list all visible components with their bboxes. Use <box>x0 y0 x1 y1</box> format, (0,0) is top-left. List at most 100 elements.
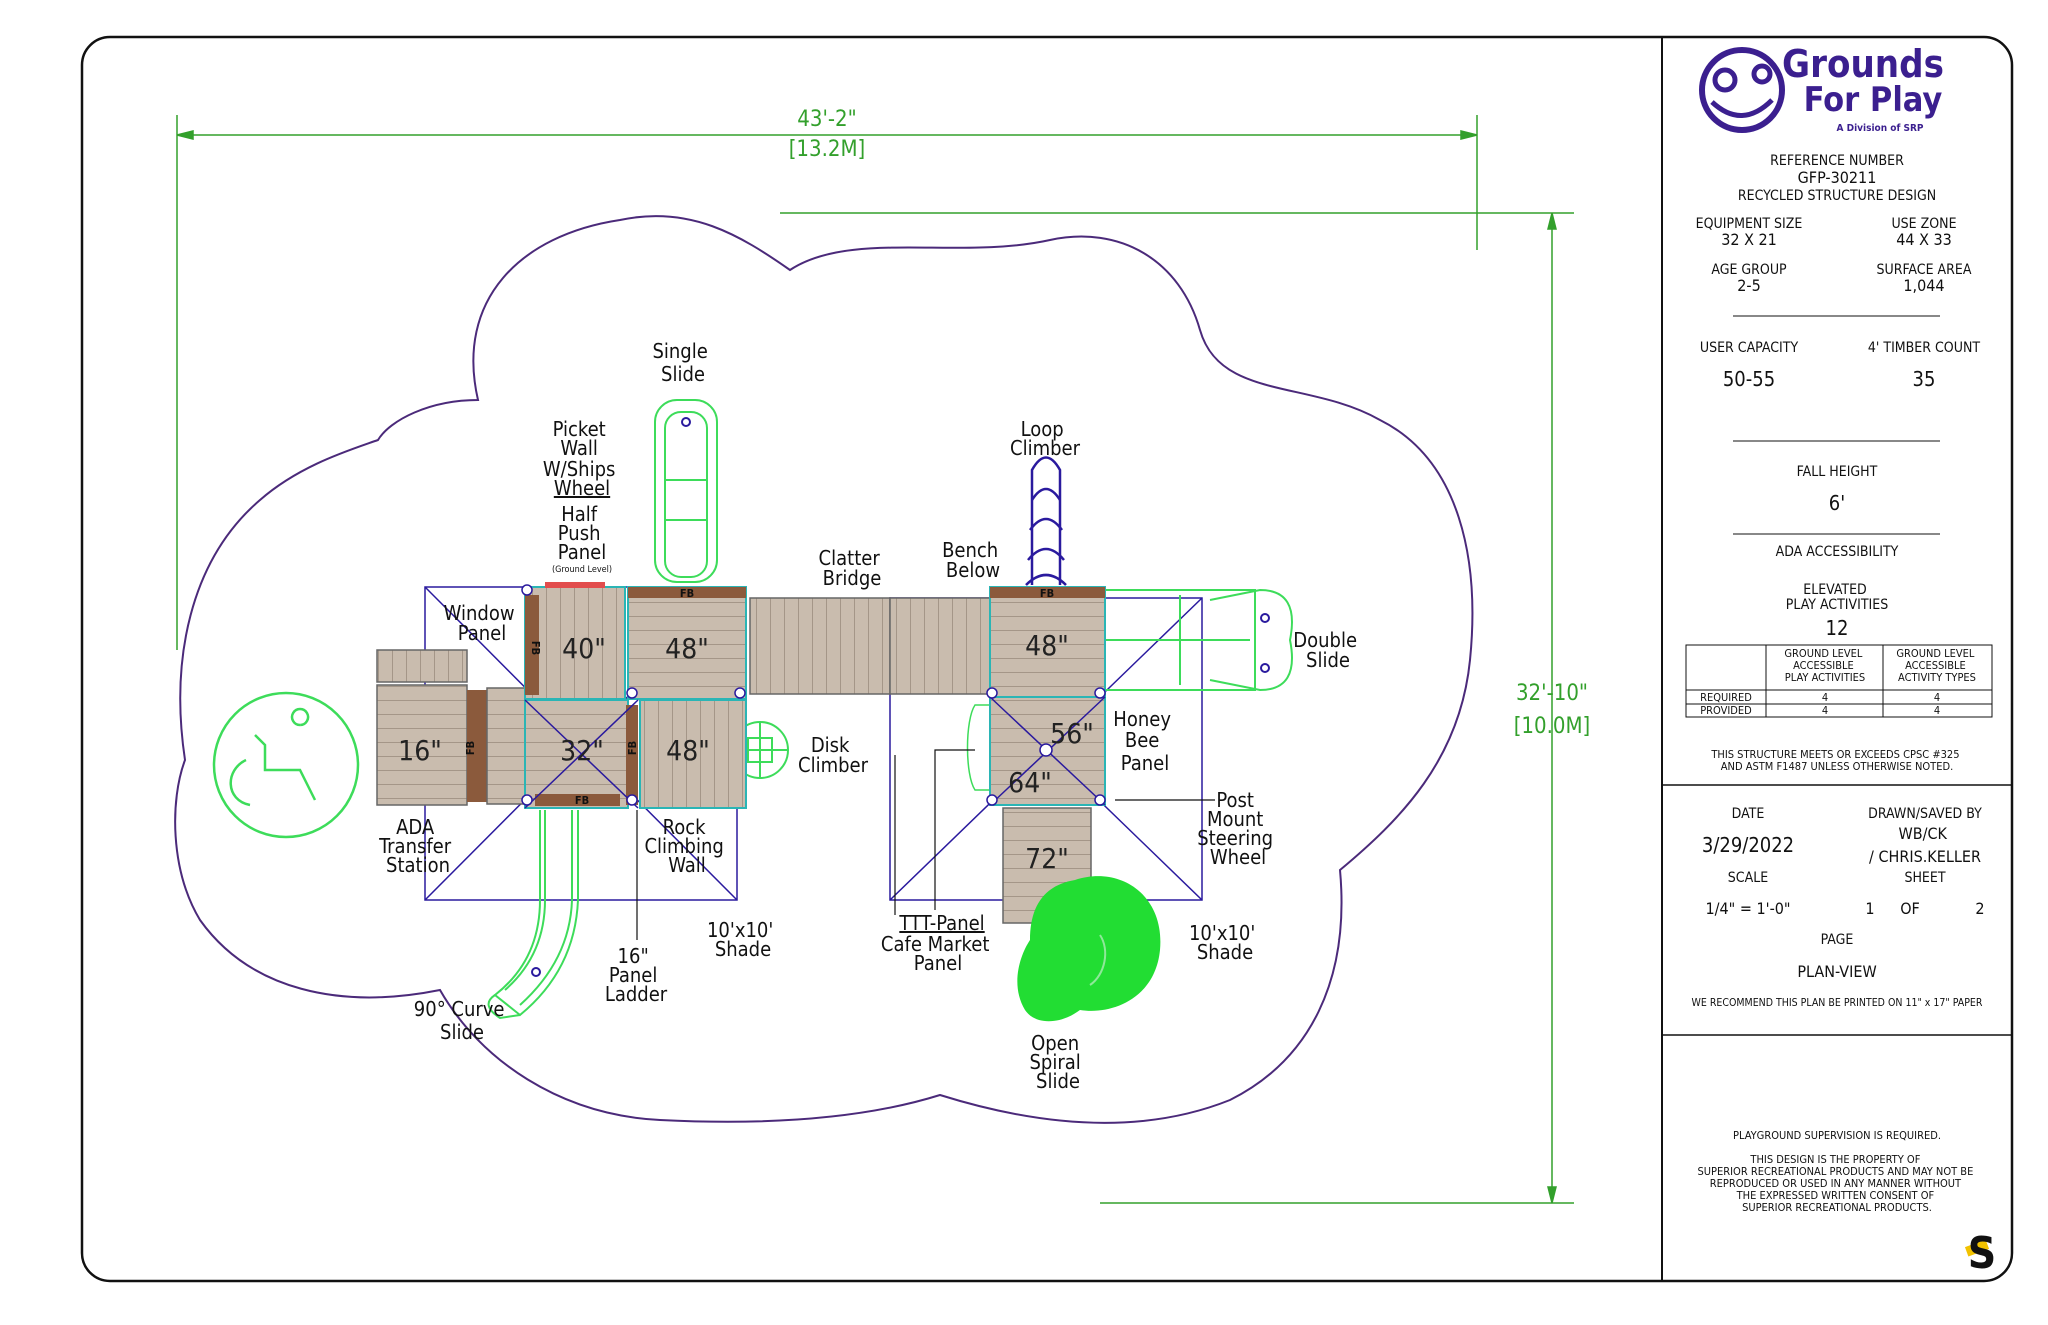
surface-area: 1,044 <box>1903 276 1944 295</box>
label-window-panel: Window Panel <box>444 601 521 645</box>
table-cell: 4 <box>1934 704 1940 717</box>
fall-height: 6' <box>1829 491 1845 515</box>
half-push-panel <box>545 582 605 588</box>
ada-transfer-station <box>376 649 526 806</box>
sheet-of: OF <box>1900 899 1920 918</box>
loop-climber <box>1025 456 1067 586</box>
leader-lines <box>636 749 1215 940</box>
date-value: 3/29/2022 <box>1702 833 1794 857</box>
deck-32 <box>524 699 638 809</box>
width-dimension-m: [13.2M] <box>789 137 866 162</box>
width-dimension-ft: 43'-2" <box>797 107 856 132</box>
page-value: PLAN-VIEW <box>1797 962 1876 981</box>
label-disk-climber: Disk Climber <box>798 733 869 777</box>
deck-height-32: 32" <box>560 734 604 767</box>
label-double-slide: Double Slide <box>1293 628 1363 672</box>
supervision-note: PLAYGROUND SUPERVISION IS REQUIRED. <box>1733 1129 1941 1142</box>
fb-label-6: FB <box>464 741 477 755</box>
label-bench-below: Bench Below <box>942 538 1004 582</box>
design-name: RECYCLED STRUCTURE DESIGN <box>1738 188 1936 204</box>
label-ttt-panel: TTT-Panel <box>898 911 984 935</box>
deck-height-56: 56" <box>1050 717 1094 750</box>
srp-corner-logo: S <box>1964 1228 1997 1279</box>
label-half-push-panel: Half Push Panel <box>558 502 606 564</box>
fb-label-2: FB <box>1040 587 1054 600</box>
height-dimension-m: [10.0M] <box>1514 714 1591 739</box>
sheet-number: 1 <box>1865 899 1874 918</box>
single-slide <box>654 399 718 583</box>
print-note: WE RECOMMEND THIS PLAN BE PRINTED ON 11"… <box>1692 997 1983 1009</box>
deck-40 <box>524 586 626 700</box>
timber-count-label: 4' TIMBER COUNT <box>1868 340 1980 356</box>
drawn-label: DRAWN/SAVED BY <box>1868 806 1982 822</box>
sheet-total: 2 <box>1975 899 1984 918</box>
timber-count: 35 <box>1913 367 1936 391</box>
label-panel-ladder: 16" Panel Ladder <box>605 944 668 1006</box>
fall-height-label: FALL HEIGHT <box>1797 464 1878 480</box>
label-curve-slide: 90° Curve Slide <box>414 997 510 1044</box>
date-label: DATE <box>1732 806 1765 822</box>
ada-label: ADA ACCESSIBILITY <box>1776 544 1899 560</box>
label-open-spiral: Open Spiral Slide <box>1030 1031 1087 1093</box>
table-row-label: REQUIRED <box>1700 691 1752 704</box>
table-row-label: PROVIDED <box>1700 704 1752 717</box>
double-slide <box>1104 588 1293 692</box>
deck-48-top <box>627 586 747 700</box>
logo-division: A Division of SRP <box>1837 123 1924 134</box>
height-dimension <box>780 212 1574 1204</box>
deck-height-64: 64" <box>1008 766 1052 799</box>
label-cafe-market: Cafe Market Panel <box>881 932 995 975</box>
deck-height-48c: 48" <box>1025 629 1069 662</box>
honey-bee-panel <box>966 704 991 791</box>
elevated-value: 12 <box>1826 616 1849 640</box>
logo-grounds: Grounds <box>1782 42 1944 86</box>
open-spiral-slide <box>1017 876 1161 1022</box>
label-shade-right: 10'x10' Shade <box>1189 921 1261 964</box>
table-cell: 4 <box>1822 704 1828 717</box>
posts <box>521 584 1106 806</box>
label-rock-climbing-wall: Rock Climbing Wall <box>644 815 729 877</box>
label-picket-wall: Picket Wall W/Ships Wheel <box>543 417 621 500</box>
deck-height-16: 16" <box>398 734 442 767</box>
fb-label-4: FB <box>529 641 542 655</box>
table-cell: 4 <box>1822 691 1828 704</box>
property-note: THIS DESIGN IS THE PROPERTY OF SUPERIOR … <box>1697 1153 1976 1214</box>
curve-slide-90 <box>487 810 579 1020</box>
label-shade-left: 10'x10' Shade <box>707 918 779 961</box>
table-cell: 4 <box>1934 691 1940 704</box>
height-dimension-ft: 32'-10" <box>1516 681 1588 706</box>
table-col2-header: GROUND LEVEL ACCESSIBLE ACTIVITY TYPES <box>1896 647 1977 684</box>
fb-label-1: FB <box>680 587 694 600</box>
fb-label-5: FB <box>626 741 639 755</box>
width-dimension <box>176 115 1478 650</box>
deck-48-mid <box>639 699 747 809</box>
equipment-size-label: EQUIPMENT SIZE <box>1696 216 1803 232</box>
user-capacity-label: USER CAPACITY <box>1700 340 1799 356</box>
accessibility-table <box>1685 644 1993 718</box>
ada-wheelchair-icon <box>212 691 360 839</box>
corner-logo-letter: S <box>1968 1228 1997 1279</box>
age-group-label: AGE GROUP <box>1711 262 1787 278</box>
deck-height-48a: 48" <box>665 632 709 665</box>
ref-number: GFP-30211 <box>1798 168 1877 187</box>
grounds-for-play-logo: Grounds For Play A Division of SRP <box>1699 42 1944 134</box>
use-zone-boundary <box>174 215 1474 1124</box>
label-clatter-bridge: Clatter Bridge <box>819 546 886 590</box>
age-group: 2-5 <box>1737 276 1761 295</box>
clatter-bridge <box>749 597 991 695</box>
use-zone: 44 X 33 <box>1896 230 1952 249</box>
page-label: PAGE <box>1821 932 1854 948</box>
label-honey-bee-panel: Honey Bee Panel <box>1113 707 1176 775</box>
use-zone-label: USE ZONE <box>1891 216 1956 232</box>
scale-label: SCALE <box>1728 870 1768 886</box>
label-post-mount-wheel: Post Mount Steering Wheel <box>1197 788 1279 869</box>
user-capacity: 50-55 <box>1723 367 1775 391</box>
deck-height-40: 40" <box>562 632 606 665</box>
label-single-slide: Single Slide <box>652 339 713 386</box>
table-col1-header: GROUND LEVEL ACCESSIBLE PLAY ACTIVITIES <box>1784 647 1865 684</box>
logo-for-play: For Play <box>1804 80 1943 120</box>
sheet-border <box>80 35 2014 1283</box>
elevated-label: ELEVATED PLAY ACTIVITIES <box>1786 582 1888 613</box>
title-block: Grounds For Play A Division of SRP REFER… <box>1662 42 2012 1279</box>
deck-height-48b: 48" <box>666 734 710 767</box>
